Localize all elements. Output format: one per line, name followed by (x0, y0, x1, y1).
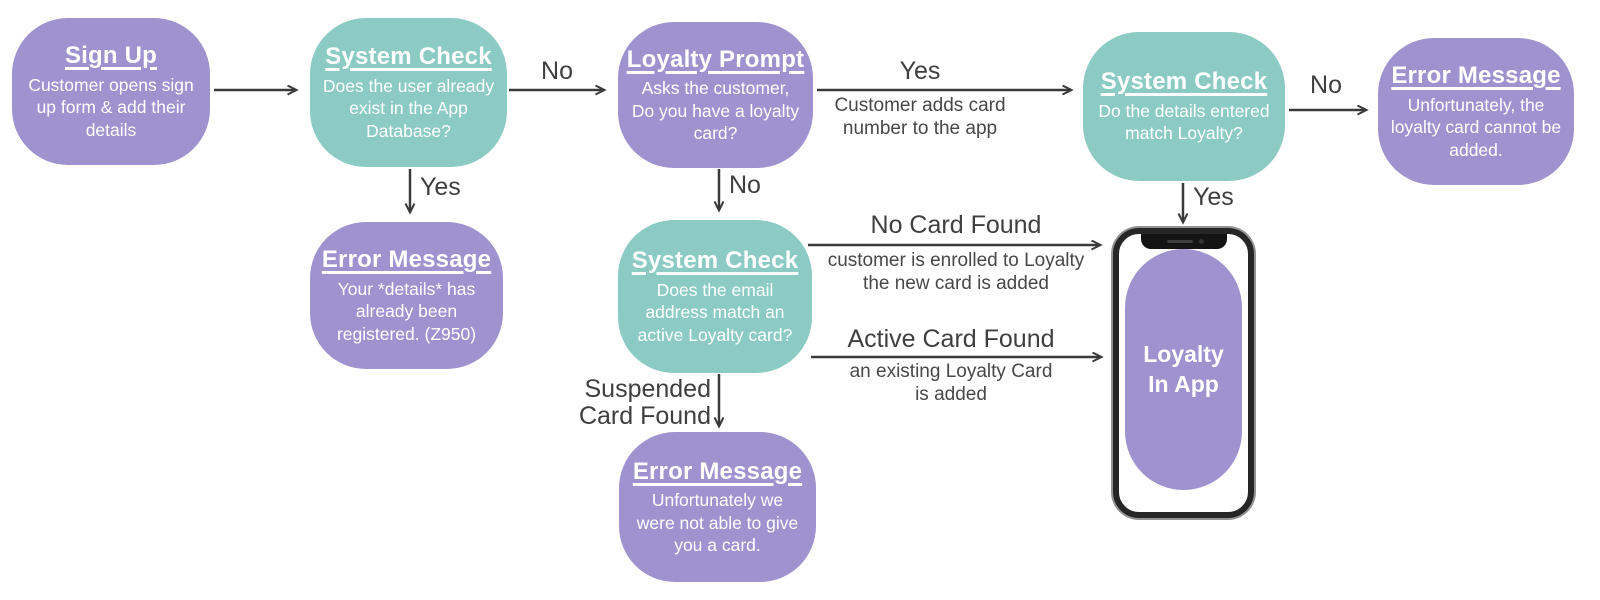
node-error-already-registered: Error Message Your *details* has already… (310, 222, 503, 369)
phone-frame: Loyalty In App (1113, 228, 1254, 518)
phone-notch (1140, 234, 1227, 249)
loyalty-in-app-label: Loyalty In App (1143, 340, 1224, 397)
node-loyalty-prompt-title: Loyalty Prompt (626, 45, 805, 73)
node-error-card-not-added-title: Error Message (1391, 62, 1561, 90)
phone-speaker (1166, 240, 1193, 243)
node-system-check-email-body: Does the email address match an active L… (637, 279, 793, 345)
edge-label-yes-top: Yes (899, 57, 941, 85)
node-sign-up-title: Sign Up (64, 42, 158, 70)
edge-sublabel-active-card-found: an existing Loyalty Card is added (849, 361, 1053, 406)
node-error-already-registered-title: Error Message (321, 246, 492, 274)
edge-label-no-card-found: No Card Found (870, 211, 1042, 239)
node-error-card-not-added-body: Unfortunately, the loyalty card cannot b… (1390, 94, 1562, 160)
node-sign-up: Sign Up Customer opens sign up form & ad… (12, 18, 210, 165)
node-error-already-registered-body: Your *details* has already been register… (336, 278, 477, 344)
node-system-check-details-body: Do the details entered match Loyalty? (1098, 101, 1270, 144)
node-system-check-details-title: System Check (1100, 68, 1268, 96)
edge-label-yes-down-2: Yes (1193, 183, 1234, 211)
node-error-card-not-added: Error Message Unfortunately, the loyalty… (1378, 38, 1574, 185)
edge-sublabel-customer-adds-card: Customer adds card number to the app (834, 95, 1006, 140)
edge-sublabel-no-card-found: customer is enrolled to Loyalty the new … (827, 250, 1085, 295)
node-error-no-card-title: Error Message (632, 457, 803, 485)
node-system-check-app-db: System Check Does the user already exist… (310, 18, 507, 167)
node-system-check-app-db-title: System Check (325, 43, 492, 71)
edge-label-no-1: No (541, 57, 573, 85)
node-system-check-details: System Check Do the details entered matc… (1083, 32, 1285, 181)
node-error-no-card-body: Unfortunately we were not able to give y… (636, 490, 799, 556)
node-error-no-card: Error Message Unfortunately we were not … (619, 432, 816, 582)
phone-screen: Loyalty In App (1119, 234, 1248, 512)
node-loyalty-prompt-body: Asks the customer, Do you have a loyalty… (631, 78, 800, 144)
node-system-check-email: System Check Does the email address matc… (618, 220, 812, 373)
edge-label-no-down-1: No (729, 171, 761, 199)
phone-camera-icon (1198, 239, 1204, 244)
node-system-check-app-db-body: Does the user already exist in the App D… (322, 75, 495, 141)
edge-label-active-card-found: Active Card Found (847, 325, 1055, 353)
edge-label-suspended-card-found: Suspended Card Found (578, 375, 711, 430)
node-system-check-email-title: System Check (631, 247, 799, 275)
edge-label-no-2: No (1310, 71, 1342, 99)
node-loyalty-prompt: Loyalty Prompt Asks the customer, Do you… (618, 22, 813, 168)
edge-label-yes-down-1: Yes (420, 173, 461, 201)
loyalty-app-pill: Loyalty In App (1125, 249, 1242, 490)
node-sign-up-body: Customer opens sign up form & add their … (28, 74, 194, 140)
